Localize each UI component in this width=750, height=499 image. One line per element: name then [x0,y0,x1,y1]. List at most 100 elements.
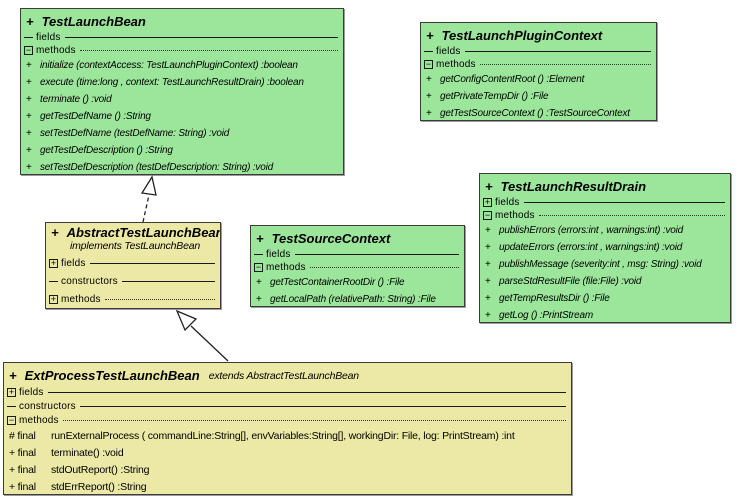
class-name: ExtProcessTestLaunchBean [24,368,200,383]
visibility-marker: + [26,111,32,122]
method-signature: getTempResultsDir () :File [499,293,610,304]
method-row[interactable]: + publishMessage (severity:int , msg: St… [480,256,730,273]
method-signature: getPrivateTempDir () :File [440,91,549,102]
section-label: fields [36,32,61,43]
method-row[interactable]: + initialize (contextAccess: TestLaunchP… [21,57,343,74]
expand-plus-icon[interactable] [49,294,58,304]
class-title: + TestLaunchResultDrain [480,174,730,196]
section-fields: fields [480,196,730,209]
class-name: AbstractTestLaunchBean [66,225,221,240]
method-row[interactable]: + setTestDefName (testDefName: String) :… [21,125,343,142]
class-title: + TestLaunchBean [21,9,343,31]
method-row[interactable]: + getTestSourceContext () :TestSourceCon… [421,105,656,120]
method-row[interactable]: + getPrivateTempDir () :File [421,88,656,105]
method-signature: stdOutReport() :String [51,463,150,476]
method-row[interactable]: + setTestDefDescription (testDefDescript… [21,159,343,174]
visibility-marker: + [256,231,264,246]
uml-class-testlaunchresultdrain[interactable]: + TestLaunchResultDrain fields methods +… [479,173,731,323]
visibility-marker: + [426,108,432,119]
section-label: fields [19,386,44,398]
method-row[interactable]: + getConfigContentRoot () :Element [421,71,656,88]
section-label: fields [266,249,291,260]
visibility-marker: + [26,145,32,156]
section-rule [479,64,651,65]
expand-plus-icon[interactable] [7,387,16,397]
visibility-marker: + [485,293,491,304]
method-signature: getLog () :PrintStream [499,310,593,321]
uml-class-testlaunchplugincontext[interactable]: + TestLaunchPluginContext fields methods… [420,22,657,121]
method-signature: getConfigContentRoot () :Element [440,74,585,85]
section-fields: fields [21,31,343,44]
collapse-minus-icon[interactable] [483,211,492,220]
method-row[interactable]: + parseStdResultFile (file:File) :void [480,273,730,290]
visibility-marker: + [26,14,34,29]
method-signature: initialize (contextAccess: TestLaunchPlu… [40,60,298,71]
uml-class-extprocesstestlaunchbean[interactable]: + ExtProcessTestLaunchBean extends Abstr… [3,362,572,495]
method-row[interactable]: + getLog () :PrintStream [480,307,730,322]
hollow-triangle-arrowhead [140,175,157,196]
uml-class-testlaunchbean[interactable]: + TestLaunchBean fields methods + initia… [20,8,344,175]
section-rule [121,280,215,282]
hollow-triangle-arrowhead [175,309,198,332]
expand-plus-icon[interactable] [483,198,492,207]
collapse-minus-icon[interactable] [24,46,33,55]
section-fields: fields [4,385,571,399]
section-methods: methods [251,261,464,274]
section-methods: methods [21,44,343,57]
method-row[interactable]: + getTempResultsDir () :File [480,290,730,307]
method-row[interactable]: + updateErrors (errors:int , warnings:in… [480,239,730,256]
section-rule [294,254,459,255]
method-row[interactable]: + terminate () :void [21,91,343,108]
visibility-marker: + [485,225,491,236]
method-row[interactable]: + final terminate() :void [4,444,571,461]
section-constructors: constructors [4,399,571,413]
visibility-marker: + final [9,480,36,493]
visibility-marker: + [9,368,17,383]
method-row[interactable]: # final runExternalProcess ( commandLine… [4,427,571,444]
method-row[interactable]: + execute (time:long , context: TestLaun… [21,74,343,91]
visibility-marker: # final [9,429,36,442]
section-rule [47,391,566,393]
method-row[interactable]: + getLocalPath (relativePath: String) :F… [251,291,464,306]
method-row[interactable]: + publishErrors (errors:int , warnings:i… [480,222,730,239]
section-rule [309,267,459,268]
method-row[interactable]: + getTestDefDescription () :String [21,142,343,159]
section-label: methods [266,262,306,273]
method-signature: setTestDefName (testDefName: String) :vo… [40,128,230,139]
visibility-marker: + [485,259,491,270]
expand-plus-icon[interactable] [49,258,58,268]
section-methods: methods [421,58,656,71]
section-rule [89,262,215,264]
method-row[interactable]: + final stdOutReport() :String [4,461,571,478]
method-row[interactable]: + final stdErrReport() :String [4,478,571,494]
method-signature: setTestDefDescription (testDefDescriptio… [40,162,273,173]
visibility-marker: + [26,77,32,88]
method-signature: terminate () :void [40,94,112,105]
method-signature: runExternalProcess ( commandLine:String[… [51,429,515,442]
section-label: methods [19,414,59,426]
collapse-minus-icon[interactable] [254,263,263,272]
uml-class-abstracttestlaunchbean[interactable]: + AbstractTestLaunchBean implements Test… [45,222,221,309]
visibility-marker: + [26,60,32,71]
extends-annotation: extends AbstractTestLaunchBean [208,369,359,382]
class-name: TestLaunchPluginContext [441,28,603,43]
section-label: methods [36,45,76,56]
uml-class-testsourcecontext[interactable]: + TestSourceContext fields methods + get… [250,225,465,307]
collapse-minus-icon[interactable] [7,415,16,425]
section-rule [523,202,725,203]
class-title: + AbstractTestLaunchBean [46,223,220,240]
method-row[interactable]: + getTestDefName () :String [21,108,343,125]
section-rule [79,405,566,407]
collapse-minus-icon[interactable] [424,60,433,69]
visibility-marker: + [426,91,432,102]
visibility-marker: + [26,94,32,105]
method-signature: getTestDefName () :String [40,111,151,122]
visibility-marker: + [485,242,491,253]
section-label: constructors [19,400,76,412]
section-rule [64,37,338,38]
section-label: constructors [61,275,118,287]
visibility-marker: + [51,225,59,240]
visibility-marker: + [485,179,493,194]
method-row[interactable]: + getTestContainerRootDir () :File [251,274,464,291]
visibility-marker: + [26,162,32,173]
